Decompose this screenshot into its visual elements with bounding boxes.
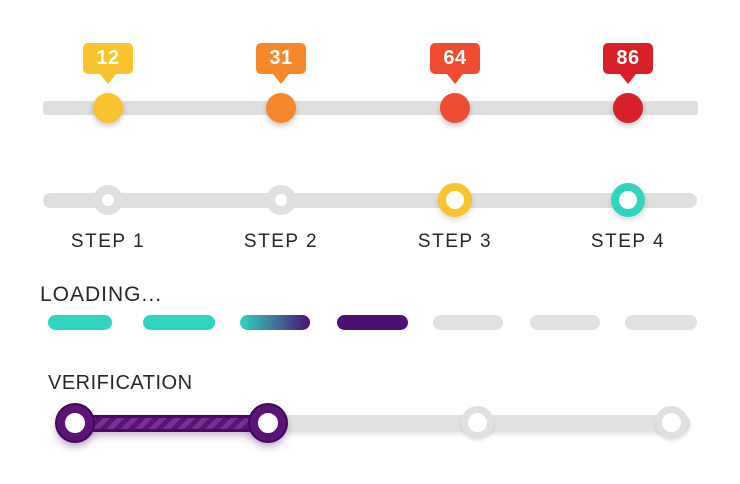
step-node-4[interactable] <box>611 183 645 217</box>
verification-node-pending[interactable] <box>655 406 688 439</box>
loading-segment <box>530 315 600 330</box>
tooltip-value: 64 <box>443 47 467 69</box>
loading-segment <box>625 315 697 330</box>
step-node-3[interactable] <box>438 183 472 217</box>
tooltip-value: 31 <box>269 47 293 69</box>
step-label: STEP 2 <box>243 231 319 252</box>
stepper-track <box>43 193 697 208</box>
loading-segment <box>48 315 112 330</box>
verification-completed-segment <box>75 415 268 432</box>
loading-segment <box>240 315 310 330</box>
loading-segment <box>337 315 408 330</box>
slider-marker[interactable] <box>613 93 643 123</box>
step-label: STEP 1 <box>70 231 146 252</box>
tooltip-value: 86 <box>616 47 640 69</box>
tooltip-value: 12 <box>96 47 120 69</box>
step-label: STEP 4 <box>590 231 666 252</box>
slider-marker[interactable] <box>93 93 123 123</box>
value-tooltip: 86 <box>603 43 653 74</box>
step-node-2[interactable] <box>266 185 296 215</box>
value-tooltip: 64 <box>430 43 480 74</box>
loading-segment <box>143 315 215 330</box>
verification-node-complete[interactable] <box>57 405 93 441</box>
value-tooltip: 31 <box>256 43 306 74</box>
slider-marker[interactable] <box>266 93 296 123</box>
verification-label: VERIFICATION <box>48 372 193 394</box>
verification-node-pending[interactable] <box>461 406 494 439</box>
loading-segment <box>433 315 503 330</box>
slider-marker[interactable] <box>440 93 470 123</box>
loading-label: LOADING... <box>40 283 163 306</box>
verification-node-complete[interactable] <box>250 405 286 441</box>
slider-track[interactable] <box>43 101 698 115</box>
step-label: STEP 3 <box>417 231 493 252</box>
value-tooltip: 12 <box>83 43 133 74</box>
step-node-1[interactable] <box>93 185 123 215</box>
